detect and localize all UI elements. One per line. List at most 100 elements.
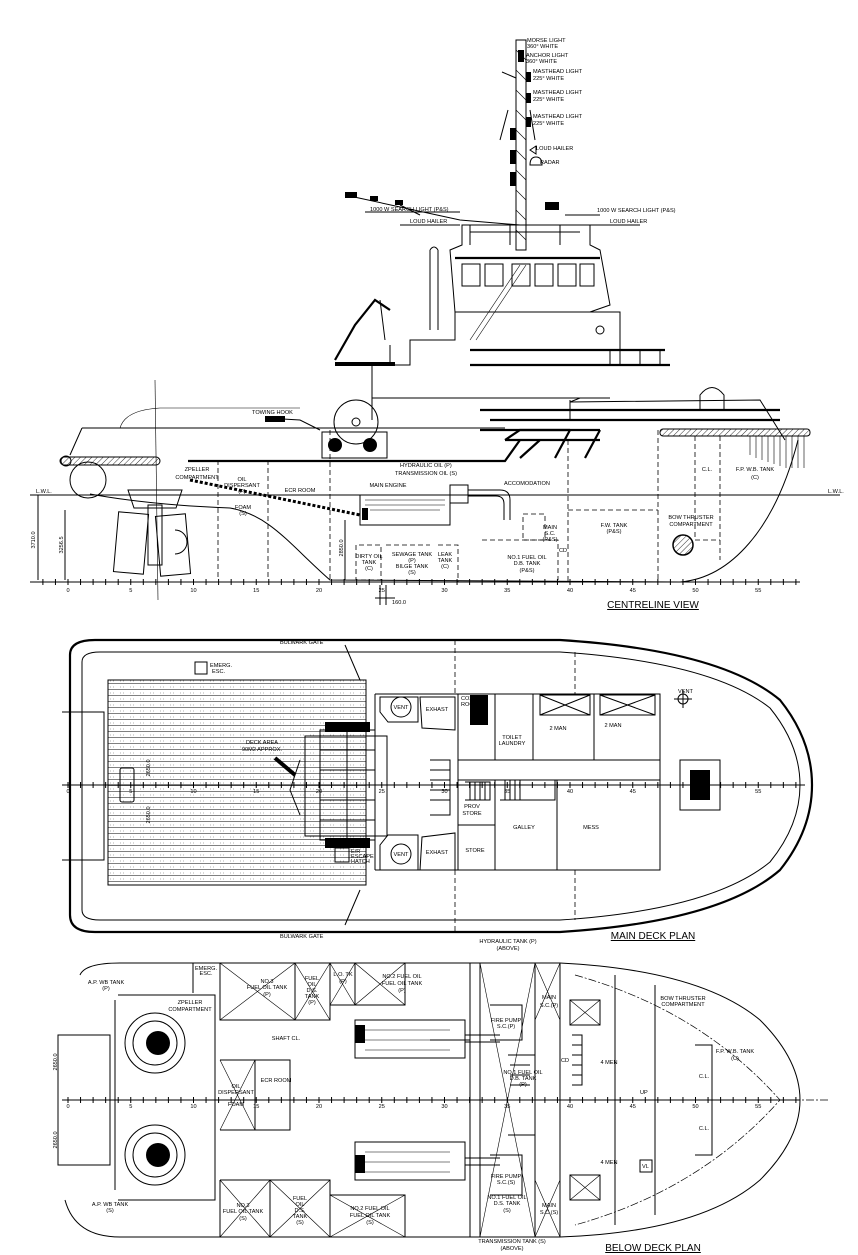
fuel-oil-ds-tank-label: D.S. [307, 988, 318, 994]
er-escape-label: E/R [351, 849, 360, 855]
frame-tick-label: 30 [441, 588, 447, 594]
no2-fuel-tank-label: (S) [366, 1220, 374, 1226]
frame-tick-label: 0 [66, 789, 69, 795]
hydraulic-oil-label: HYDRAULIC OIL (P) [400, 463, 452, 469]
frame-tick-label: 55 [755, 789, 761, 795]
main-sc-label: S.C.(S) [540, 1210, 558, 1216]
leak-tank-label: (C) [441, 564, 449, 570]
exhaust-funnel [429, 246, 439, 330]
frame-tick-label: 55 [755, 1104, 761, 1110]
main-sc-label: MAIN [542, 1203, 556, 1209]
vl-label: VL [642, 1164, 649, 1170]
masthead-light-2-spec: 225° WHITE [533, 97, 564, 103]
below-deck-labels: A.P. WB TANK (P) A.P. WB TANK (S) EMERG.… [53, 939, 754, 1254]
frame-tick-label: 50 [692, 789, 698, 795]
dimension-label: 160.0 [392, 600, 406, 606]
oil-dispersant-label: OIL [237, 477, 246, 483]
propeller-shaft [189, 478, 361, 517]
fp-wb-tank-label: F.P. W.B. TANK [716, 1049, 755, 1055]
frame-tick-label: 5 [129, 789, 132, 795]
centreline-labels: TOWING HOOK ZPELLER COMPARTMENT OIL DISP… [31, 410, 844, 611]
frame-tick-label: 25 [379, 789, 385, 795]
frame-tick-label: 50 [692, 588, 698, 594]
loud-hailer-left-label: LOUD HAILER [410, 219, 447, 225]
deck-house [371, 264, 786, 441]
frame-tick-label: 20 [316, 789, 322, 795]
zpeller-label: ZPELLER [185, 467, 210, 473]
emerg-esc-label: ESC. [212, 669, 226, 675]
main-sc-label: MAIN [543, 525, 557, 531]
prov-store-label: STORE [462, 811, 481, 817]
frame-tick-label: 20 [316, 588, 322, 594]
frame-tick-label: 15 [253, 588, 259, 594]
no3-fuel-tank-label: (S) [239, 1216, 247, 1222]
frame-tick-label: 35 [504, 1104, 510, 1110]
transmission-tank-label: TRANSMISSION TANK (S) [478, 1239, 546, 1245]
toilet-laundry-label: LAUNDRY [499, 741, 526, 747]
anchor-light-label: ANCHOR LIGHT [526, 53, 569, 59]
fuel-oil-ds-tank-label: OIL [307, 982, 316, 988]
masthead-light-3-label: MASTHEAD LIGHT [533, 114, 583, 120]
frame-tick-label: 35 [504, 588, 510, 594]
store-label: STORE [465, 848, 484, 854]
dimension-label: 2650.0 [53, 1131, 59, 1148]
main-sc-label: MAIN [542, 995, 556, 1001]
bow-thruster-label: BOW THRUSTER [660, 996, 705, 1002]
transmission-oil-label: TRANSMISSION OIL (S) [395, 471, 457, 477]
co2-room-label: ROOM [461, 702, 479, 708]
fuel-oil-ds-tank-label: FUEL [305, 976, 319, 982]
cd-label: CD [559, 548, 567, 554]
anchor-light-spec: 360° WHITE [526, 59, 557, 65]
frame-tick-label: 55 [755, 588, 761, 594]
bow-thruster-label: COMPARTMENT [661, 1002, 705, 1008]
frame-tick-label: 15 [253, 1104, 259, 1110]
zpeller-thruster [112, 379, 192, 601]
frame-tick-label: 30 [441, 1104, 447, 1110]
bilge-tank-label: BILGE TANK [396, 564, 429, 570]
bow-thruster-label: COMPARTMENT [669, 522, 713, 528]
er-escape-label: ESCAPE [351, 854, 374, 860]
fp-wb-tank-label: F.P. W.B. TANK [736, 467, 775, 473]
dimension-label: 3256.5 [59, 536, 65, 553]
dirty-oil-tank-label: TANK [362, 560, 377, 566]
ecr-room-label: ECR ROOM [285, 488, 316, 494]
vent-label: VENT [394, 705, 410, 711]
no1-fuel-tank-label: (P&S) [520, 568, 535, 574]
no3-fuel-tank-label: FUEL OIL TANK [247, 985, 288, 991]
frame-tick-label: 40 [567, 588, 573, 594]
mast-labels: MORSE LIGHT 360° WHITE ANCHOR LIGHT 360°… [370, 38, 676, 225]
morse-light-label: MORSE LIGHT [527, 38, 566, 44]
foam-label: FOAM [235, 505, 251, 511]
emerg-esc-label: ESC. [199, 971, 213, 977]
frame-tick-label: 35 [504, 789, 510, 795]
frame-tick-label: 45 [630, 588, 636, 594]
ap-wb-tank-label: A.P. WB TANK [88, 980, 125, 986]
frame-tick-label: 10 [190, 1104, 196, 1110]
frame-tick-label: 50 [692, 1104, 698, 1110]
no1-fuel-tank-label: (P) [519, 1082, 527, 1088]
stair-up-label: UP [640, 1090, 648, 1096]
deck-area-label: DECK AREA [246, 740, 278, 746]
cl-label: C.L. [699, 1074, 710, 1080]
masthead-light-1-label: MASTHEAD LIGHT [533, 69, 583, 75]
bow-thruster-label: BOW THRUSTER [668, 515, 713, 521]
frame-tick-label: 15 [253, 789, 259, 795]
no3-fuel-tank-label: (P) [263, 992, 271, 998]
main-deck-plan-title: MAIN DECK PLAN [611, 931, 695, 942]
leak-tank-label: TANK [438, 558, 453, 564]
no1-fuel-tank-label: NO.1 FUEL OIL [503, 1070, 542, 1076]
below-deck-outline [57, 962, 801, 1238]
loud-hailer-mast-label: LOUD HAILER [536, 146, 573, 152]
ecr-room-label: ECR ROOM [261, 1078, 292, 1084]
masthead-light-1-spec: 225° WHITE [533, 76, 564, 82]
shaft-cl-label: SHAFT CL. [272, 1036, 301, 1042]
frame-tick-label: 25 [379, 588, 385, 594]
mess-label: MESS [583, 825, 599, 831]
cl-label: C.L. [699, 1126, 710, 1132]
fire-pump-label: FIRE PUMP [491, 1174, 522, 1180]
no1-fuel-tank-label: D.S. TANK [494, 1201, 521, 1207]
exhast-label: EXHAST [426, 850, 449, 856]
